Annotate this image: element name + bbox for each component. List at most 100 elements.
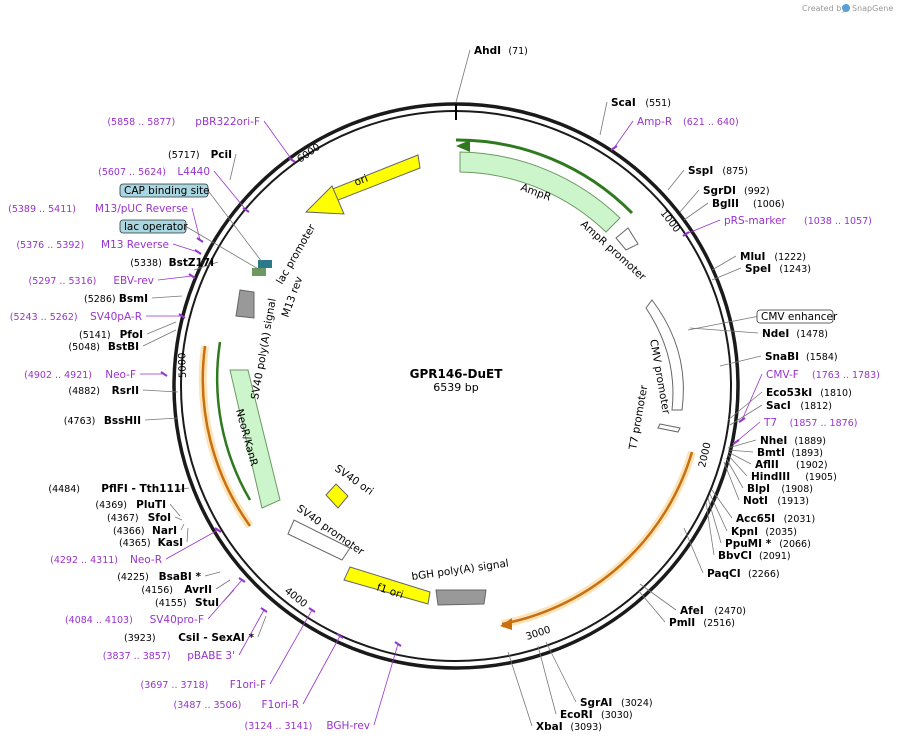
- tick-3000: 3000: [525, 625, 553, 643]
- enzyme-snabi[interactable]: SnaBI(1584): [719, 351, 838, 367]
- primer-position: (4084 .. 4103): [65, 615, 133, 626]
- enzyme-pflfi-tth111i[interactable]: PflFI - Tth111I(4484): [48, 483, 190, 495]
- credit: Created by SnapGene: [802, 4, 893, 13]
- primer-bgh-rev[interactable]: BGH-rev(3124 .. 3141): [245, 641, 402, 732]
- primer-sv40pro-f[interactable]: SV40pro-F(4084 .. 4103): [65, 577, 246, 626]
- enzyme-bmti[interactable]: BmtI(1893): [727, 447, 823, 459]
- enzyme-bsabi[interactable]: BsaBI *(4225): [117, 571, 221, 583]
- enzyme-name: BsmI: [119, 293, 148, 305]
- primer-position: (3837 .. 3857): [103, 651, 171, 662]
- primer-name: BGH-rev: [326, 720, 370, 732]
- primer-ebv-rev[interactable]: EBV-rev(5297 .. 5316): [29, 273, 196, 287]
- enzyme-rsrii[interactable]: RsrII(4882): [68, 385, 179, 397]
- enzyme-aflii[interactable]: AflII(1902): [727, 451, 828, 471]
- lac-operator-feature: [258, 260, 272, 268]
- primer-amp-r[interactable]: Amp-R(621 .. 640): [610, 116, 739, 151]
- enzyme-csii-sexai[interactable]: CsiI - SexAI *(3923): [124, 615, 267, 644]
- enzyme-blpi[interactable]: BlpI(1908): [725, 457, 813, 495]
- enzyme-name: BstZ17I: [169, 257, 214, 269]
- primer-name: pRS-marker: [724, 215, 787, 227]
- boxed-feature-lac-operator[interactable]: lac operator: [119, 219, 261, 271]
- enzyme-bsshii[interactable]: BssHII(4763): [64, 415, 179, 427]
- enzyme-position: (992): [744, 186, 770, 197]
- primer-leader: [238, 609, 265, 656]
- primer-pbabe-3[interactable]: pBABE 3'(3837 .. 3857): [103, 607, 268, 662]
- primer-f1ori-f[interactable]: F1ori-F(3697 .. 3718): [141, 607, 316, 691]
- enzyme-bstbi[interactable]: BstBI(5048): [68, 329, 177, 353]
- ampr-feature: [459, 151, 621, 233]
- primer-leader: [157, 275, 193, 281]
- enzyme-bstz17i[interactable]: BstZ17I(5338): [130, 257, 219, 271]
- primer-cmv-f[interactable]: CMV-F(1763 .. 1783): [738, 369, 880, 423]
- enzyme-name: Acc65I: [736, 513, 775, 525]
- primer-f1ori-r[interactable]: F1ori-R(3487 .. 3506): [174, 633, 344, 711]
- primer-prs-marker[interactable]: pRS-marker (1038 .. 1057): [682, 215, 872, 237]
- enzyme-xbai[interactable]: XbaI(3093): [507, 651, 602, 733]
- enzyme-mlui[interactable]: MluI(1222): [711, 251, 806, 271]
- enzyme-ndei[interactable]: NdeI(1478): [689, 327, 828, 340]
- boxed-leader: [207, 190, 263, 263]
- primer-m13-reverse[interactable]: M13 Reverse(5376 .. 5392): [16, 239, 202, 255]
- enzyme-position: (5141): [79, 330, 111, 341]
- primer-name: SV40pA-R: [90, 311, 142, 323]
- enzyme-avrii[interactable]: AvrII(4156): [141, 579, 231, 596]
- enzyme-sgrai[interactable]: SgrAI(3024): [545, 641, 653, 709]
- primer-t7[interactable]: T7(1857 .. 1876): [732, 417, 857, 445]
- enzyme-sspi[interactable]: SspI(875): [667, 165, 748, 191]
- enzyme-afei[interactable]: AfeI(2470): [639, 583, 746, 617]
- enzyme-acc65i[interactable]: Acc65I(2031): [711, 489, 815, 525]
- enzyme-noti[interactable]: NotI(1913): [723, 461, 809, 507]
- boxed-feature-cap-binding-site[interactable]: CAP binding site: [119, 183, 263, 263]
- enzyme-name: NheI: [760, 435, 787, 447]
- enzyme-bbvci[interactable]: BbvCI(2091): [705, 501, 791, 562]
- primer-l4440[interactable]: L4440(5607 .. 5624): [98, 166, 250, 213]
- enzyme-nhei[interactable]: NheI(1889): [727, 435, 826, 449]
- primers-left: pBR322ori-F(5858 .. 5877)L4440(5607 .. 5…: [8, 116, 402, 732]
- enzyme-spei[interactable]: SpeI(1243): [711, 263, 811, 281]
- primer-leader: [735, 421, 761, 443]
- primer-name: Neo-R: [130, 554, 162, 566]
- enzyme-hindiii[interactable]: HindIII(1905): [727, 454, 837, 483]
- primer-leader: [741, 373, 763, 421]
- primer-mark: [196, 237, 204, 243]
- enzyme-name: PpuMI *: [725, 538, 772, 550]
- primer-position: (4902 .. 4921): [24, 370, 92, 381]
- enzyme-leader: [725, 457, 744, 489]
- enzyme-position: (1908): [781, 484, 813, 495]
- enzyme-eco53ki[interactable]: Eco53kI(1810): [727, 387, 852, 421]
- enzyme-leader: [257, 615, 267, 638]
- boxed-feature-cmv-enhancer[interactable]: CMV enhancer: [687, 309, 838, 331]
- enzyme-name: AflII: [755, 459, 779, 471]
- primer-m13-puc-reverse[interactable]: M13/pUC Reverse(5389 .. 5411): [8, 203, 204, 243]
- primer-neo-f[interactable]: Neo-F(4902 .. 4921): [24, 369, 168, 381]
- ampr-strand: [455, 138, 634, 215]
- enzyme-kasi[interactable]: KasI(4365): [119, 527, 189, 549]
- enzyme-position: (4155): [155, 598, 187, 609]
- enzyme-saci[interactable]: SacI(1812): [729, 400, 832, 426]
- enzyme-bsmi[interactable]: BsmI(5286): [84, 293, 183, 305]
- enzyme-pluti[interactable]: PluTI(4369): [95, 499, 181, 517]
- primer-pbr322ori-f[interactable]: pBR322ori-F(5858 .. 5877): [107, 116, 296, 163]
- ori-arrowhead-icon: [304, 185, 345, 215]
- enzyme-pmli[interactable]: PmlI(2516): [637, 589, 735, 629]
- enzyme-pcii[interactable]: PciI(5717): [168, 149, 237, 181]
- primer-sv40pa-r[interactable]: SV40pA-R(5243 .. 5262): [10, 311, 186, 323]
- enzyme-scai[interactable]: ScaI(551): [599, 97, 671, 136]
- enzyme-ecori[interactable]: EcoRI(3030): [537, 645, 633, 721]
- enzyme-position: (3024): [621, 698, 653, 709]
- primer-neo-r[interactable]: Neo-R(4292 .. 4311): [50, 527, 222, 566]
- enzyme-kpni[interactable]: KpnI(2035): [709, 493, 797, 538]
- enzyme-nari[interactable]: NarI(4366): [113, 523, 185, 537]
- enzyme-ahdi[interactable]: AhdI(71): [455, 45, 528, 103]
- enzyme-paqci[interactable]: PaqCI(2266): [683, 527, 780, 580]
- primer-leader: [263, 120, 293, 161]
- primers-right: Amp-R(621 .. 640) pRS-marker (1038 .. 1057…: [610, 116, 880, 445]
- enzyme-position: (1810): [820, 388, 852, 399]
- enzyme-pfoi[interactable]: PfoI(5141): [79, 321, 177, 341]
- enzyme-sgrdi[interactable]: SgrDI(992): [679, 185, 770, 213]
- enzyme-sfoi[interactable]: SfoI(4367): [107, 512, 183, 524]
- enzyme-ppumi[interactable]: PpuMI *(2066): [707, 497, 811, 550]
- enzyme-bglii[interactable]: BglII(1006): [683, 198, 785, 221]
- primer-position: (1038 .. 1057): [804, 216, 872, 227]
